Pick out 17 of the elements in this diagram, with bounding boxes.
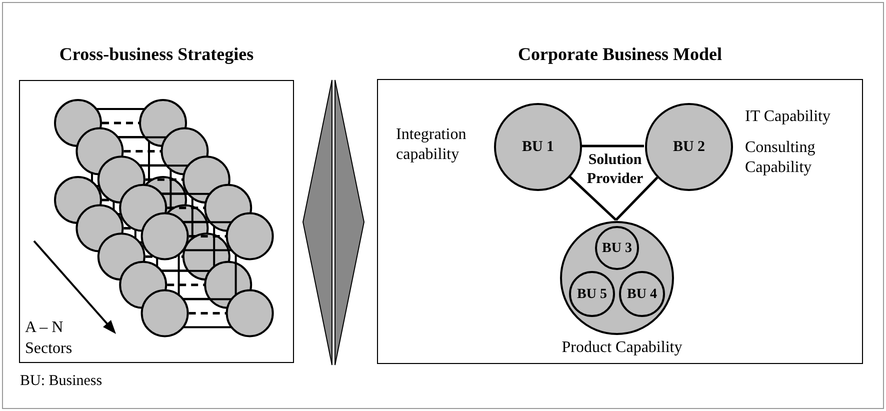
- connector-line: [568, 175, 617, 221]
- triangle-label: Solution Provider: [586, 151, 644, 189]
- capability-label: Integration capability: [396, 125, 468, 165]
- capability-label: IT Capability: [745, 107, 832, 127]
- unit-label: BU 3: [602, 240, 632, 258]
- unit-label: BU 4: [627, 286, 657, 304]
- unit-label: BU 1: [522, 138, 554, 157]
- panel-heading: Cross-business Strategies: [58, 43, 255, 66]
- capability-label: Consulting Capability: [745, 138, 816, 178]
- axis-label: A – N Sectors: [25, 318, 74, 359]
- footnote: BU: Business: [20, 372, 102, 391]
- capability-label: Product Capability: [560, 338, 684, 358]
- unit-label: BU 2: [672, 138, 706, 157]
- unit-label: BU 5: [577, 286, 607, 304]
- panel-heading: Corporate Business Model: [517, 43, 723, 66]
- connector-line: [581, 144, 644, 148]
- connector-line: [615, 176, 658, 221]
